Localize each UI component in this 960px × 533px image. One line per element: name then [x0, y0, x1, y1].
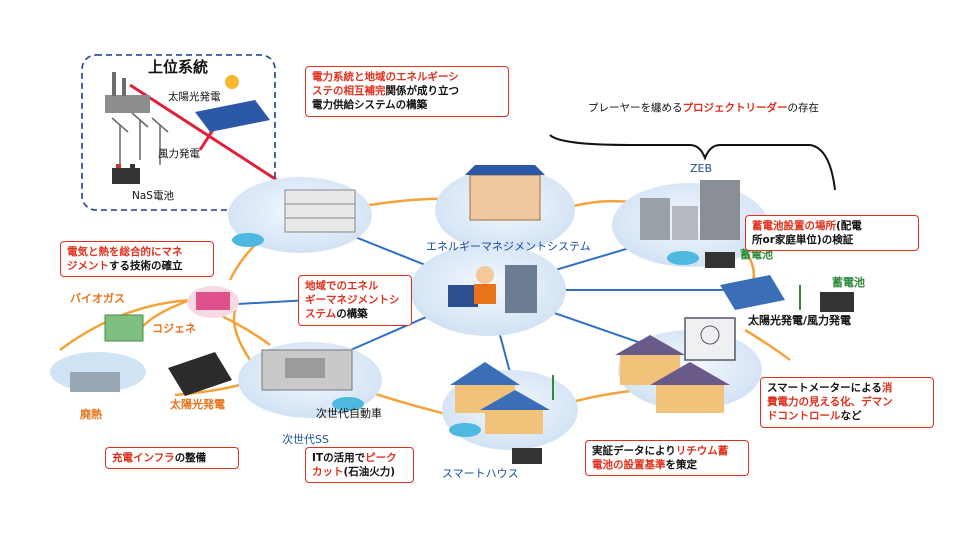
cogen-label: コジェネ [152, 322, 196, 335]
hub-label: エネルギーマネジメントシステム [426, 240, 591, 253]
biogas-label: バイオガス [70, 292, 125, 305]
waste-heat-label: 廃熱 [80, 408, 102, 421]
ev-car-icon [232, 233, 264, 247]
ev-car-icon [449, 423, 481, 437]
smart-house-label: スマートハウス [442, 467, 519, 480]
sun-icon [225, 75, 239, 89]
ev-car-icon [667, 251, 699, 265]
zeb-label: ZEB [690, 162, 713, 175]
upper-solar-label: 太陽光発電 [168, 91, 221, 103]
storage-battery-label: 蓄電池 [740, 248, 773, 261]
solar-array-icon [720, 275, 785, 310]
nas-battery-icon [112, 164, 140, 184]
next-ev-label: 次世代自動車 [316, 407, 382, 420]
zeb-building-icon [640, 180, 740, 240]
wind-turbine-icon [111, 112, 169, 165]
biogas-tank-icon [104, 314, 144, 342]
solar-array-icon [168, 352, 232, 396]
gas-station-icon [261, 349, 353, 391]
charging-infra-callout: 充電インフラの整備 [105, 447, 239, 470]
factory-icon [105, 72, 150, 113]
ems-operator-icon [448, 265, 537, 313]
cogen-unit-icon [196, 292, 230, 310]
waste-heat-icon [50, 352, 146, 392]
smart-meter-icon [684, 317, 736, 361]
upper-grid-title: 上位系統 [148, 58, 209, 76]
ev-car-icon [332, 397, 364, 411]
group-bracket [549, 134, 836, 191]
storage-battery-right-label: 蓄電池 [832, 276, 865, 289]
solar-left-label: 太陽光発電 [170, 398, 225, 411]
upper-wind-label: 風力発電 [158, 148, 200, 160]
solar-wind-label: 太陽光発電/風力発電 [748, 314, 852, 327]
heat-power-callout: 電気と熱を総合的にマネ ジメントする技術の確立 [60, 241, 214, 278]
solar-panel-icon [195, 100, 270, 132]
next-ss-label: 次世代SS [282, 433, 329, 446]
lithium-callout: 実証データによりリチウム蓄 電池の設置基準を策定 [585, 440, 749, 477]
smart-house-icon [450, 362, 550, 434]
houses-icon [615, 335, 730, 413]
battery-icon [820, 292, 854, 312]
project-leader-callout: プレーヤーを纏めるプロジェクトリーダーの存在 [582, 98, 825, 119]
battery-icon [512, 448, 542, 464]
upper-grid-box [81, 54, 276, 211]
battery-icon [705, 252, 735, 268]
solar-building-icon [465, 165, 545, 221]
nas-label: NaS電池 [132, 190, 174, 202]
office-building-icon [284, 189, 356, 233]
peak-cut-callout: ITの活用でピーク カット(石油火力) [305, 447, 414, 484]
smart-meter-callout: スマートメーターによる消 費電力の見える化、デマン ドコントロールなど [760, 377, 934, 428]
regional-ems-callout: 地域でのエネル ギーマネジメントシ ステムの構築 [298, 275, 412, 326]
grid-interaction-callout: 電力系統と地域のエネルギーシ ステの相互補完関係が成り立つ 電力供給システムの構… [305, 66, 509, 117]
battery-location-callout: 蓄電池設置の場所(配電 所or家庭単位)の検証 [745, 215, 919, 252]
